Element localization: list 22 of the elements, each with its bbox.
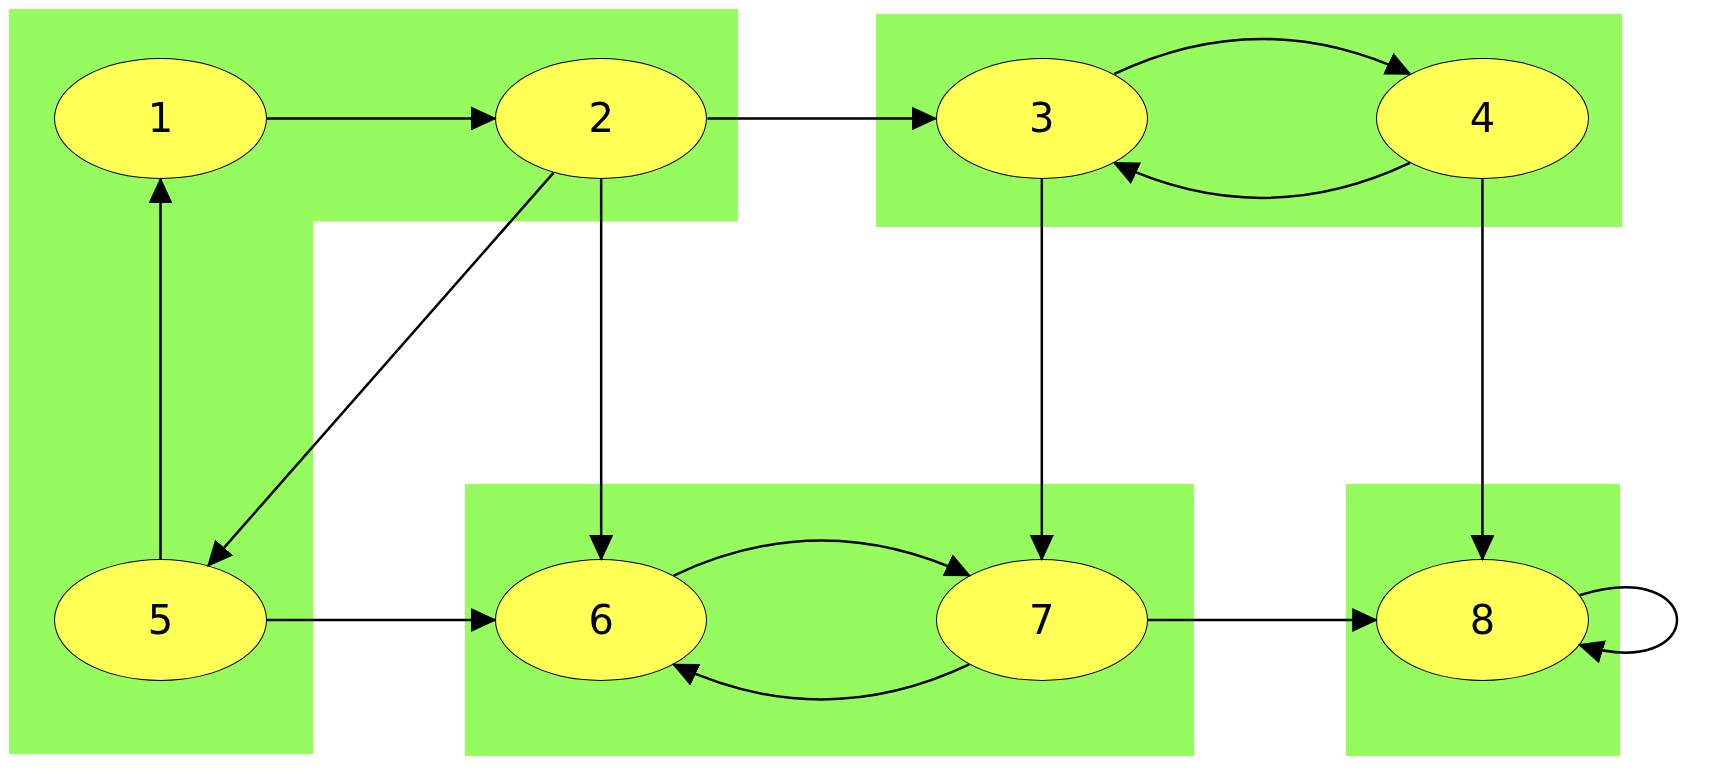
- ellipse-node: 4: [1376, 57, 1589, 180]
- ellipse-node: 8: [1376, 559, 1589, 681]
- arrow: [266, 106, 497, 131]
- ellipse-node: 3: [935, 57, 1149, 180]
- arrow: [707, 106, 938, 131]
- arrow: [1148, 608, 1379, 632]
- arrow: [207, 172, 555, 568]
- arrow: [1113, 37, 1412, 76]
- arrow: [673, 539, 972, 577]
- arrow: [1577, 586, 1679, 662]
- arrow: [1112, 161, 1411, 200]
- arrow: [266, 608, 497, 632]
- arrow: [1470, 179, 1495, 562]
- group-region: [1346, 483, 1620, 757]
- ellipse-node: 6: [494, 559, 708, 681]
- arrow: [148, 177, 173, 560]
- arrow: [1029, 179, 1054, 562]
- group-region: [875, 14, 1622, 227]
- group-region: [465, 483, 1194, 757]
- arrow: [589, 179, 614, 562]
- arrow: [671, 663, 970, 701]
- ellipse-node: 7: [935, 559, 1149, 681]
